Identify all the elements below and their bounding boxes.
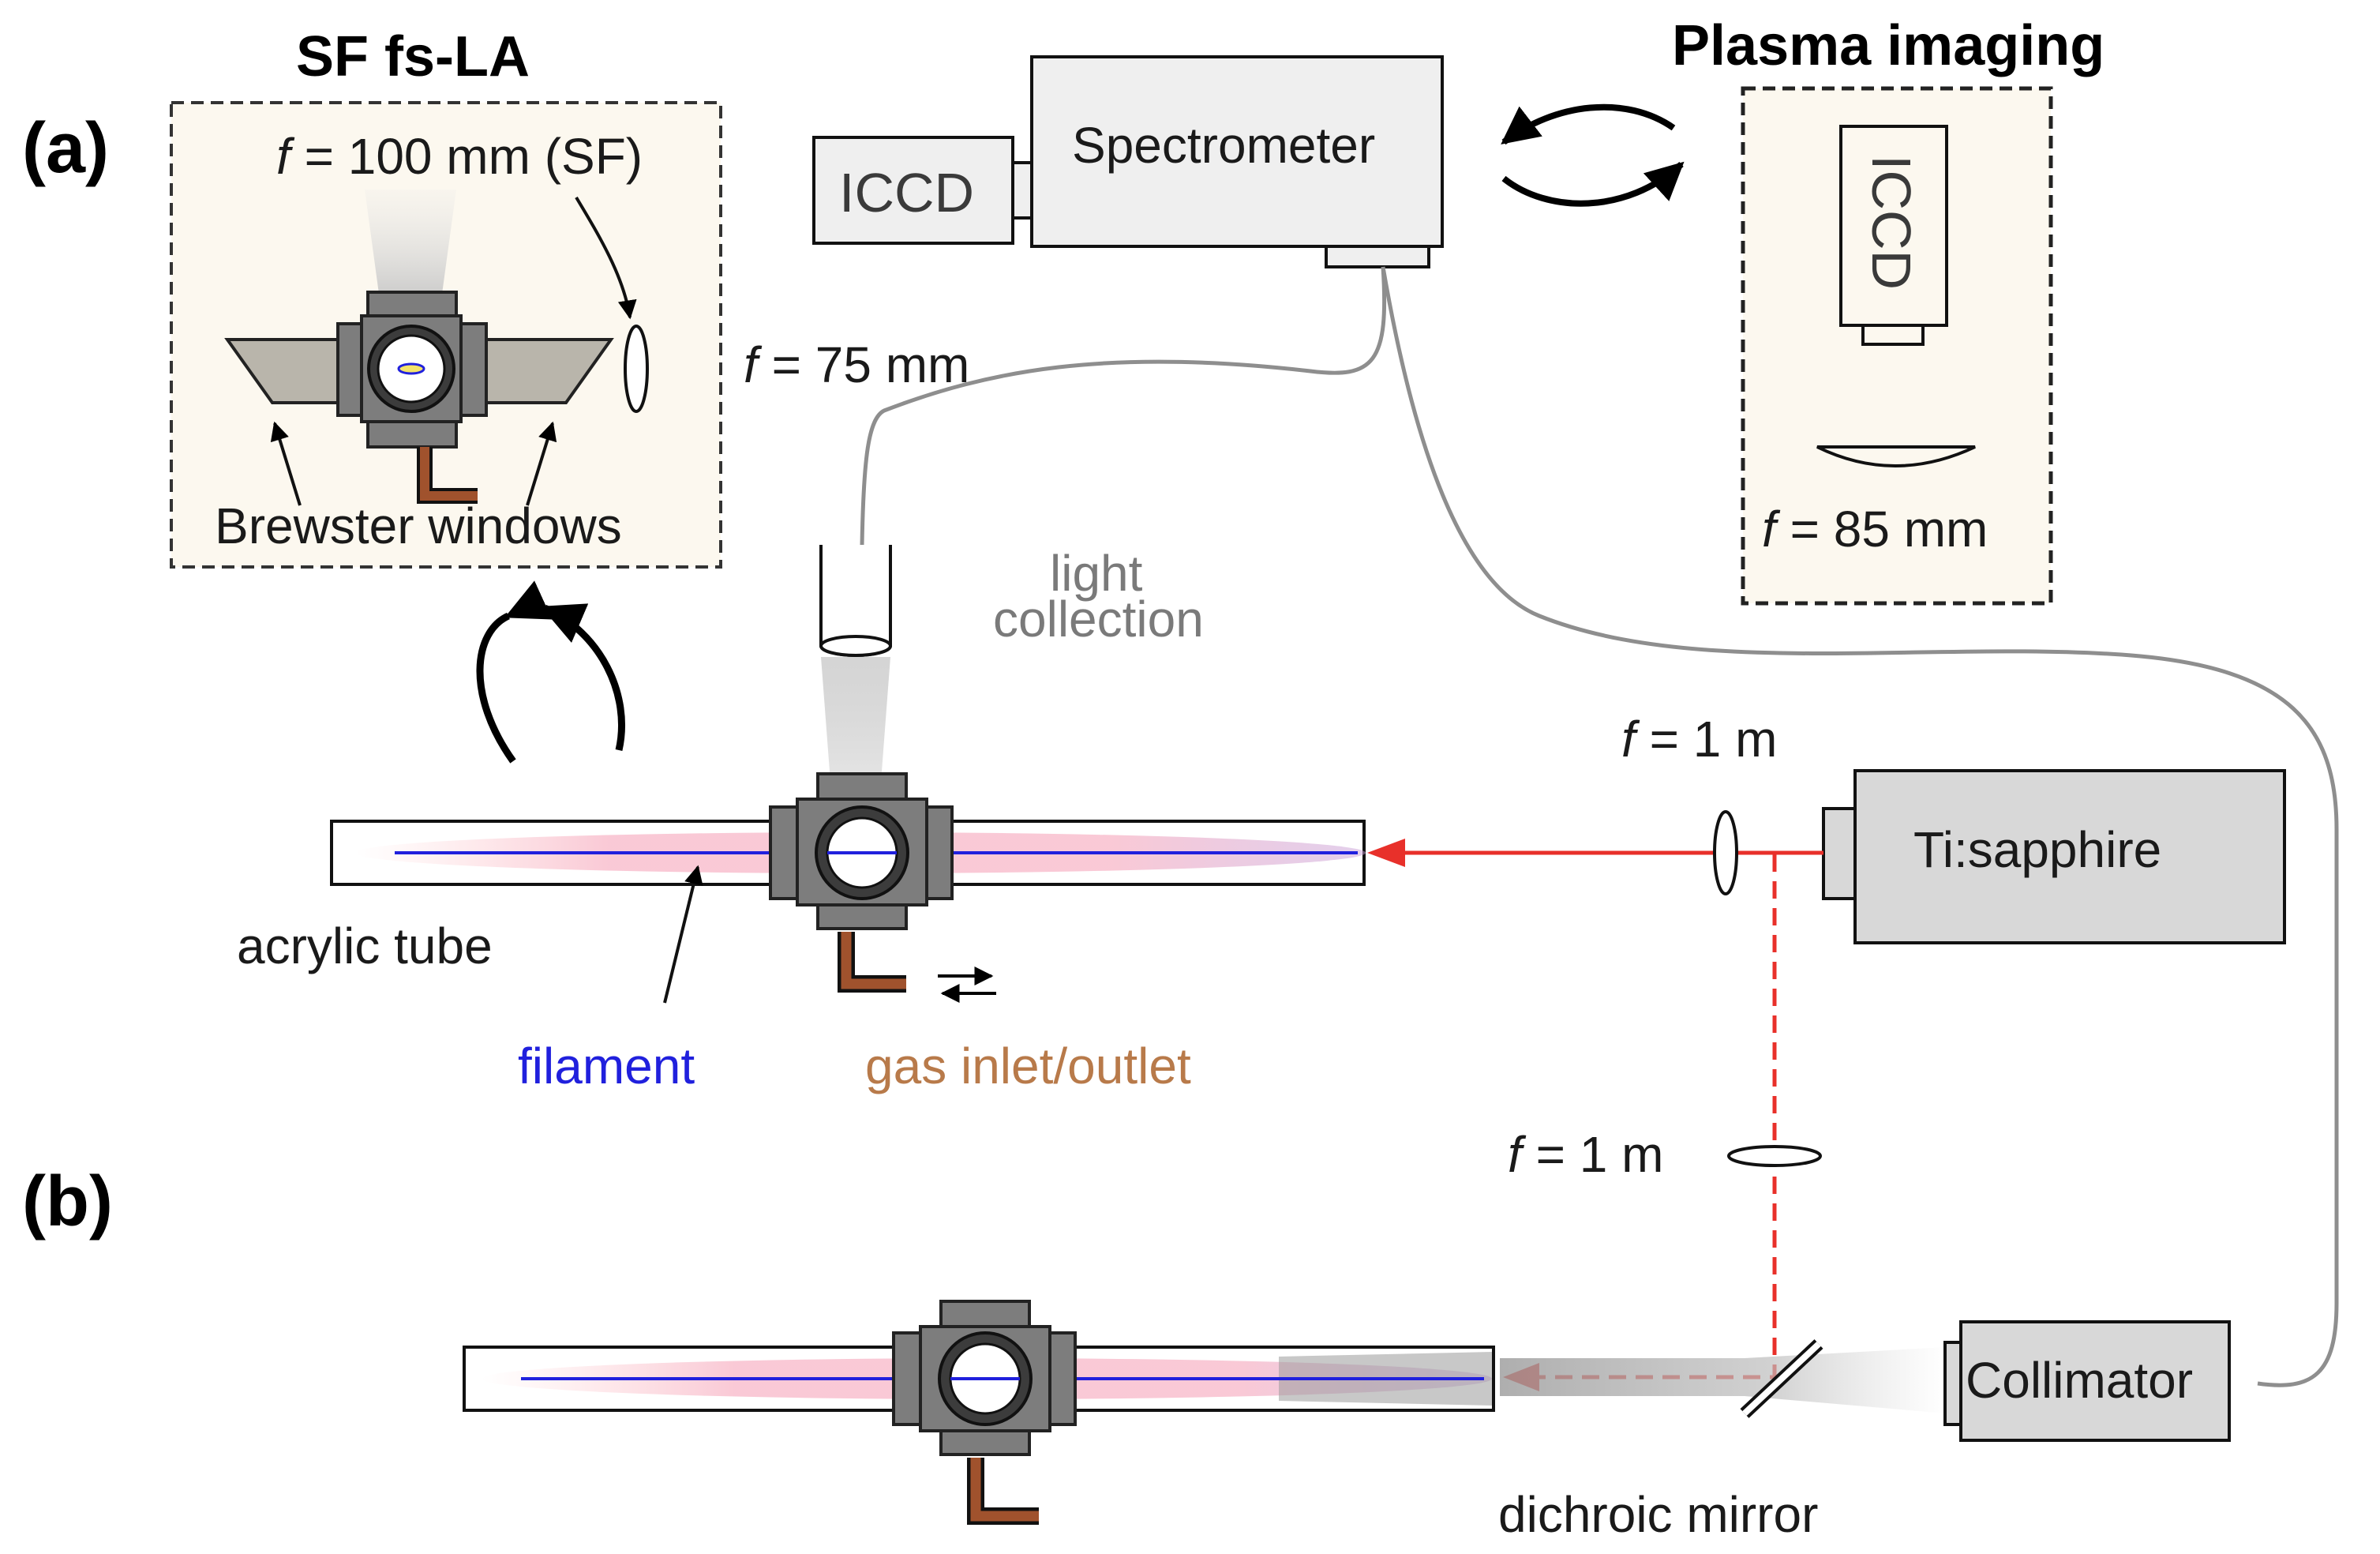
brewster-windows-label: Brewster windows bbox=[215, 497, 622, 554]
focusing-lens-1 bbox=[1713, 810, 1738, 895]
focusing-lens-2 bbox=[1727, 1145, 1822, 1167]
sf-inset-title: SF fs-LA bbox=[296, 25, 530, 88]
plasma-iccd-box bbox=[1839, 125, 1948, 327]
lens2-focal-label: f = 1 m bbox=[1508, 1126, 1663, 1183]
gas-pipe-a-outline bbox=[838, 932, 906, 993]
collimator-box bbox=[1959, 1320, 2231, 1442]
swap-arrow-right-top bbox=[1501, 103, 1676, 145]
swap-arrows-right bbox=[1501, 103, 1685, 207]
plasma-iccd-connector bbox=[1861, 324, 1925, 346]
gas-pipe-a bbox=[841, 932, 906, 989]
brewster-left-pointer-arrow bbox=[270, 421, 302, 506]
lens1-focal-label: f = 1 m bbox=[1621, 711, 1777, 768]
dichroic-mirror bbox=[1740, 1339, 1823, 1418]
collimator-fiber bbox=[1381, 266, 2339, 1387]
chamber-b bbox=[892, 1300, 1077, 1456]
spectrometer-box bbox=[1030, 55, 1444, 248]
collection-lens-face bbox=[819, 635, 892, 657]
tube-b bbox=[463, 1300, 1947, 1525]
gas-pipe-b bbox=[970, 1458, 1039, 1522]
filament-label: filament bbox=[518, 1038, 695, 1094]
collection-fiber bbox=[860, 266, 1387, 546]
collimator: Collimator bbox=[1943, 1320, 2231, 1442]
gas-label: gas inlet/outlet bbox=[865, 1038, 1191, 1094]
sf-focal-label: f = 100 mm (SF) bbox=[276, 128, 643, 185]
collection-light-cone bbox=[821, 657, 890, 782]
spectrometer-iccd-label: ICCD bbox=[839, 162, 974, 223]
collection-label-line1: light bbox=[1050, 545, 1143, 602]
swap-arrows-left bbox=[476, 580, 625, 764]
collimator-label: Collimator bbox=[1966, 1352, 2193, 1409]
brewster-right-pointer-arrow bbox=[526, 421, 557, 506]
panel-label-b: (b) bbox=[22, 1162, 113, 1241]
spectrometer-iccd-connector bbox=[1011, 161, 1033, 220]
probe-beam-dashed bbox=[1531, 854, 1777, 1379]
laser-label: Ti:sapphire bbox=[1913, 821, 2161, 878]
panel-label-a: (a) bbox=[22, 109, 109, 188]
sf-lens bbox=[624, 325, 649, 413]
laser-source: Ti:sapphire bbox=[1822, 769, 2286, 944]
tube-label: acrylic tube bbox=[237, 918, 493, 974]
chamber-a bbox=[769, 772, 954, 930]
plasma-lens bbox=[1816, 445, 1976, 467]
plasma-inset: Plasma imaging ICCD f = 85 mm bbox=[1672, 14, 2105, 606]
swap-arrow-right-bottom bbox=[1501, 161, 1685, 207]
sf-filament-spot bbox=[397, 362, 425, 375]
sf-chamber bbox=[336, 291, 488, 449]
swap-arrow-left-down bbox=[541, 603, 625, 751]
spectrometer-group: ICCD Spectrometer bbox=[812, 55, 1444, 268]
collimator-light-cone bbox=[1500, 1347, 1947, 1413]
spectrometer-fiber-port bbox=[1325, 245, 1430, 268]
sf-gas-pipe bbox=[420, 447, 478, 501]
gas-pipe-b-outline bbox=[967, 1458, 1039, 1525]
main-laser-arrowhead bbox=[1367, 839, 1405, 867]
collection-label-line2: collection bbox=[993, 591, 1204, 648]
filament-pointer-arrow bbox=[663, 865, 703, 1004]
plasma-inset-title: Plasma imaging bbox=[1672, 14, 2105, 77]
laser-aperture bbox=[1822, 807, 1857, 900]
dichroic-label: dichroic mirror bbox=[1498, 1486, 1818, 1543]
tube-a bbox=[330, 772, 1366, 1003]
spectrometer-label: Spectrometer bbox=[1072, 117, 1375, 174]
sf-inset: SF fs-LA f = 100 mm (SF) Brewster window… bbox=[170, 25, 722, 569]
spectrometer-iccd-box bbox=[812, 136, 1014, 245]
sf-light-cone bbox=[365, 190, 456, 294]
plasma-iccd-label: ICCD bbox=[1861, 155, 1922, 290]
light-collection: f = 75 mm light collection bbox=[744, 336, 1204, 782]
swap-arrow-left-up bbox=[476, 580, 553, 764]
collimator-aperture bbox=[1943, 1341, 1962, 1426]
plasma-focal-label: f = 85 mm bbox=[1762, 501, 1988, 557]
collection-focal-label: f = 75 mm bbox=[744, 336, 969, 393]
sf-lens-pointer-arrow bbox=[575, 196, 637, 320]
